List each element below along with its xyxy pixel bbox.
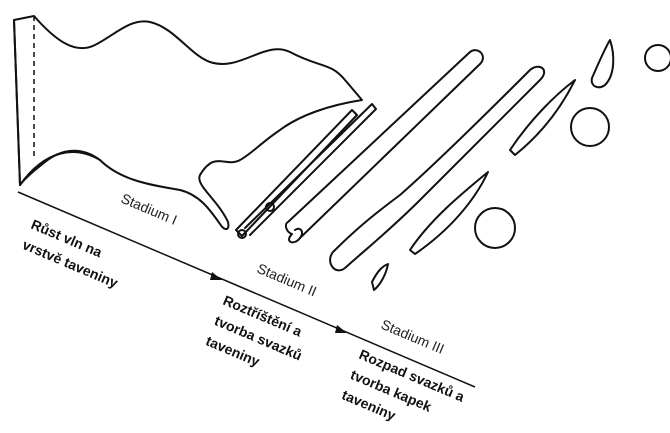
stage-1-description: Růst vln na vrstvě taveniny bbox=[20, 216, 129, 291]
stage-2-label: Stadium II bbox=[255, 260, 319, 299]
stage-3-description: Rozpad svazků a tvorba kapek taveniny bbox=[340, 346, 467, 428]
melt-sheet-wave bbox=[14, 16, 362, 229]
thin-ligament bbox=[236, 104, 376, 238]
stage-2-description: Roztříštění a tvorba svazků taveniny bbox=[204, 292, 313, 384]
stage-1-label: Stadium I bbox=[119, 190, 180, 228]
melt-drops bbox=[372, 40, 670, 290]
